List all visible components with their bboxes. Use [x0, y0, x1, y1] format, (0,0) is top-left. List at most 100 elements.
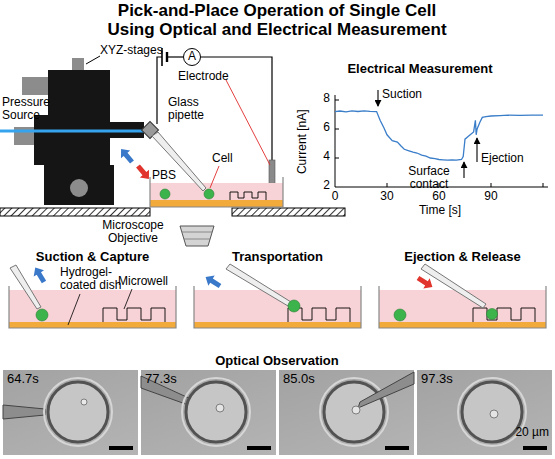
electric-circuit — [157, 48, 272, 160]
culture-dish — [150, 200, 283, 207]
section-heading: Optical Observation — [177, 354, 377, 369]
motion-arrow — [30, 264, 49, 285]
base-plate — [232, 208, 345, 216]
step-dish — [473, 308, 535, 322]
timestamp: 77.3s — [145, 372, 177, 386]
xyz-stage — [44, 165, 114, 205]
leader-line — [68, 294, 80, 325]
culture-dish — [150, 183, 283, 200]
step-heading: Ejection & Release — [375, 250, 550, 264]
axis-tick-label: 60 — [429, 190, 449, 203]
scale-bar-label: 20 µm — [515, 426, 549, 439]
xyz-stage — [70, 179, 88, 197]
microscope-objective — [180, 226, 214, 246]
axis-tick-label: 8 — [310, 92, 330, 105]
annotation-arrow — [377, 90, 378, 106]
timestamp: 85.0s — [283, 372, 315, 386]
step-dish — [379, 286, 546, 328]
ammeter-symbol: A — [183, 48, 201, 66]
timestamp: 97.3s — [421, 372, 453, 386]
step-dish — [288, 308, 350, 322]
electric-circuit — [157, 57, 162, 124]
cell — [36, 309, 48, 321]
xyz-stage — [14, 127, 34, 145]
xyz-stage — [72, 58, 84, 72]
axis-tick-label: 30 — [377, 190, 397, 203]
step-dish — [9, 322, 176, 328]
motion-arrow — [133, 162, 153, 183]
pressure-tube — [0, 130, 146, 133]
motion-arrow — [415, 273, 436, 292]
xyz-stage — [34, 115, 110, 165]
base-plate — [0, 208, 345, 216]
glass-pipette — [421, 264, 486, 308]
micrograph-frame: 64.7s — [3, 370, 138, 455]
axis-tick-label: 6 — [310, 121, 330, 134]
part-label: PBS — [152, 169, 176, 182]
step-dish — [379, 286, 546, 328]
leader-line — [124, 289, 132, 309]
annotation-arrow — [463, 162, 464, 178]
part-label: Microscope Objective — [90, 219, 176, 246]
part-label: XYZ-stages — [100, 44, 163, 57]
axis-tick-label: 90 — [481, 190, 501, 203]
figure-title: Pick-and-Place Operation of Single Cell … — [102, 1, 452, 39]
xyz-stage — [48, 70, 110, 115]
axis-title: Time [s] — [390, 204, 490, 217]
step-dish — [194, 286, 361, 328]
part-label: Glass pipette — [168, 96, 216, 123]
leader-line — [210, 166, 219, 188]
leader-line — [86, 56, 100, 64]
event-annotation: Suction — [382, 88, 422, 101]
microscope-objective — [180, 226, 214, 246]
electric-circuit — [167, 56, 183, 57]
chart-title: Electrical Measurement — [320, 62, 520, 77]
event-annotation: Ejection — [481, 152, 524, 165]
timestamp: 64.7s — [7, 372, 39, 386]
step-dish — [194, 290, 361, 322]
microscope-objective — [184, 239, 210, 240]
step-dish — [194, 286, 361, 328]
cell — [487, 309, 498, 320]
axis-tick-label: 0 — [325, 190, 345, 203]
step-panel: Transportation — [190, 250, 365, 350]
chart-axes — [335, 158, 339, 159]
step-heading: Transportation — [190, 250, 365, 264]
part-label: Microwell — [118, 275, 168, 288]
axis-title: Current [nA] — [296, 92, 309, 192]
meter-symbol-text: A — [184, 49, 200, 64]
axis-tick-label: 2 — [310, 179, 330, 192]
cell — [394, 309, 406, 321]
chart-axes — [335, 95, 336, 187]
step-dish — [194, 322, 361, 328]
glass-pipette — [152, 132, 206, 191]
part-label: Cell — [212, 152, 233, 165]
micrograph-frame: 97.3s 20 µm — [417, 370, 552, 455]
step-panel: Ejection & Release — [375, 250, 550, 350]
cell — [288, 300, 300, 312]
chart-axes — [387, 183, 388, 187]
step-dish — [379, 290, 546, 322]
part-label: Pressure Source — [2, 96, 60, 123]
step-dish — [379, 322, 546, 328]
glass-pipette — [226, 264, 291, 306]
base-plate — [0, 208, 150, 216]
chart-axes — [335, 129, 339, 130]
glass-pipette — [10, 265, 41, 309]
xyz-stage — [110, 122, 144, 138]
axis-tick-label: 4 — [310, 150, 330, 163]
chart-axes — [491, 183, 492, 187]
chart-axes — [543, 183, 544, 187]
annotation-arrow — [476, 138, 477, 162]
step-dish — [103, 308, 165, 322]
step-dish — [9, 290, 176, 322]
chart-axes — [335, 100, 339, 101]
motion-arrow — [202, 272, 223, 291]
microscope-objective — [182, 232, 212, 233]
micrograph-frame: 85.0s — [279, 370, 414, 455]
micrograph-frame: 77.3s — [141, 370, 276, 455]
electrode-rod — [269, 160, 275, 198]
electric-circuit — [166, 52, 168, 62]
event-annotation: Surface contact — [398, 165, 460, 192]
